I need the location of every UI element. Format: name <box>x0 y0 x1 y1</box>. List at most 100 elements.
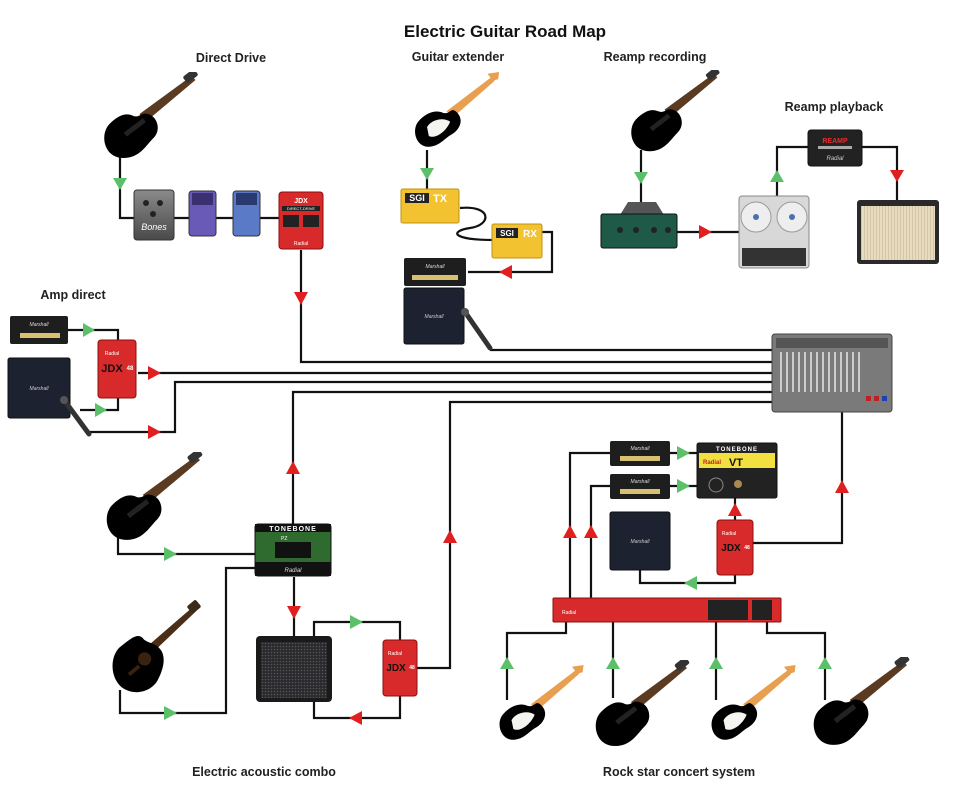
wire-mic-amp-direct-to-mixer <box>90 380 775 434</box>
marshall-stack: Marshall Marshall <box>403 258 466 345</box>
wire-direct-drive-to-mixer <box>299 250 775 364</box>
arrow-red-up <box>563 525 577 538</box>
arrow-green-right <box>83 323 95 337</box>
wire-switcher-to-head1 <box>568 451 610 598</box>
guitar-strat-seafoam <box>415 72 500 147</box>
marshall-cab-logo: Marshall <box>631 539 651 545</box>
sgi-rx-unit: SGI RX <box>491 223 543 259</box>
fender-combo-amp <box>857 200 939 264</box>
wire-tonebone-to-mixer <box>291 390 775 528</box>
sgi-tx-brand: SGI <box>409 193 425 203</box>
radial-direct-drive: JDX DIRECT-DRIVE Radial <box>278 191 324 250</box>
diagram-title: Electric Guitar Road Map <box>404 22 606 41</box>
arrow-red-up <box>728 503 742 516</box>
guitar-les-paul-concert <box>595 660 690 746</box>
tape-machine <box>738 195 810 269</box>
tonebone-vt-switcher: TONEBONE Radial VT <box>696 442 778 499</box>
direct-drive-name: DIRECT-DRIVE <box>287 206 316 211</box>
wire-tape-to-reamp <box>775 145 808 205</box>
microphone <box>60 396 92 437</box>
section-label-rock-star-concert-system: Rock star concert system <box>603 765 755 779</box>
arrow-green-right <box>164 706 177 720</box>
microphone <box>461 308 493 351</box>
arrow-red-right <box>699 225 712 239</box>
wire-reamp-to-amp <box>862 145 899 202</box>
section-label-reamp-playback: Reamp playback <box>785 100 884 114</box>
wire-semihollow-to-tonebone <box>116 535 258 556</box>
marshall-stack-logo: Marshall <box>426 264 446 270</box>
marshall-head-logo: Marshall <box>631 446 651 452</box>
jdx-badge: 48 <box>409 665 415 671</box>
jdx-brand: Radial <box>105 351 119 357</box>
sgi-rx-brand: SGI <box>500 229 514 238</box>
arrow-red-up <box>286 461 300 474</box>
arrow-green-left <box>684 576 697 590</box>
marshall-cab-logo: Marshall <box>30 386 50 392</box>
arrow-green-down <box>420 168 434 180</box>
guitar-prs-red <box>104 72 199 158</box>
switcher-brand: Radial <box>562 610 576 616</box>
section-label-guitar-extender: Guitar extender <box>412 50 505 64</box>
guitar-strat-concert-1 <box>499 665 584 740</box>
marshall-head-amp-direct: Marshall <box>10 316 68 344</box>
wire-acoustic-to-tonebone <box>118 566 258 715</box>
arrow-red-down <box>294 292 308 305</box>
arrow-green-right <box>677 479 690 493</box>
radial-jdx-concert: Radial JDX 48 <box>716 519 754 576</box>
arrow-red-right <box>148 366 161 380</box>
marshall-head-logo: Marshall <box>631 479 651 485</box>
section-label-electric-acoustic-combo: Electric acoustic combo <box>192 765 336 779</box>
arrow-green-down <box>113 178 127 190</box>
preamp <box>600 202 678 249</box>
tonebone-vt-model: VT <box>729 457 743 469</box>
arrow-red-down <box>890 170 904 182</box>
jdx-brand: Radial <box>388 651 402 657</box>
tonebone-pz-sub: Radial <box>284 568 302 574</box>
arrow-red-up <box>584 525 598 538</box>
radial-jdx-amp-direct: Radial JDX 48 <box>97 339 137 399</box>
radial-reamp-box: REAMP Radial <box>807 129 863 167</box>
guitar-acoustic-dreadnought <box>112 600 202 693</box>
arrow-green-up <box>770 170 784 182</box>
arrow-green-up <box>500 657 514 669</box>
wire-sgi-cable <box>456 206 496 242</box>
marshall-cab-amp-direct: Marshall <box>7 357 71 419</box>
arrow-red-left <box>349 711 362 725</box>
section-label-amp-direct: Amp direct <box>40 288 106 302</box>
tonebone-vt-sub: Radial <box>703 460 721 466</box>
jdx-model: JDX <box>721 543 741 554</box>
arrow-green-up <box>709 657 723 669</box>
radial-rack-switcher: Radial <box>552 597 782 623</box>
marshall-head-concert-1: Marshall <box>610 441 670 466</box>
arrow-red-up <box>443 530 457 543</box>
jdx-model: JDX <box>101 363 123 375</box>
marshall-head-concert-2: Marshall <box>610 474 670 499</box>
marshall-cab-logo: Marshall <box>425 314 445 320</box>
section-label-reamp-recording: Reamp recording <box>604 50 707 64</box>
sgi-tx-unit: SGI TX <box>400 188 460 224</box>
tonebone-pz-model: PZ <box>281 536 287 542</box>
jdx-badge: 48 <box>744 545 750 551</box>
wires <box>66 145 899 720</box>
pedal-purple <box>188 190 217 237</box>
radial-jdx-combo: Radial JDX 48 <box>382 639 418 697</box>
section-label-direct-drive: Direct Drive <box>196 51 266 65</box>
sgi-tx-model: TX <box>433 193 448 205</box>
arrow-red-left <box>499 265 512 279</box>
arrow-green-up <box>818 657 832 669</box>
pedal-blue <box>232 190 261 237</box>
reamp-brand: Radial <box>826 156 844 162</box>
mixing-console <box>771 333 893 413</box>
jdx-model: JDX <box>386 663 406 674</box>
guitar-es335-sunburst <box>106 452 204 540</box>
arrow-green-up <box>606 657 620 669</box>
tonebone-pz-select: TONEBONE PZ Radial <box>254 523 332 577</box>
arrow-red-right <box>148 425 161 439</box>
signal-arrows <box>83 168 904 725</box>
pedal-bones-label: Bones <box>141 222 167 232</box>
sgi-rx-model: RX <box>523 229 537 240</box>
pedal-bones: Bones <box>133 189 175 241</box>
jdx-brand: Radial <box>722 531 736 537</box>
fender-hot-rod-combo <box>256 636 332 702</box>
direct-drive-model: JDX <box>294 198 308 205</box>
